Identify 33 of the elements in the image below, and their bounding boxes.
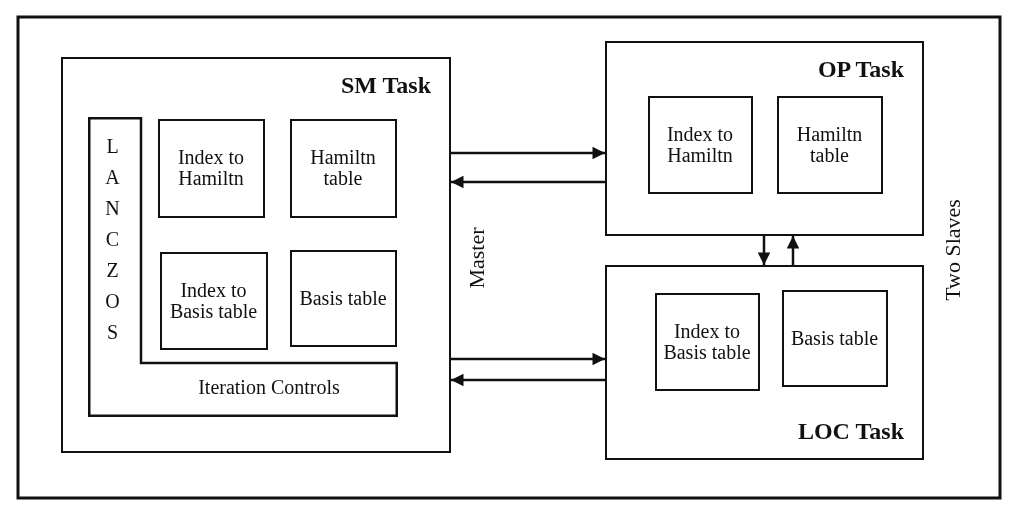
table-label: Hamiltn table xyxy=(309,147,377,189)
table-box xyxy=(647,95,753,194)
table-label: Hamiltn table xyxy=(795,123,864,166)
side-label: Master xyxy=(463,227,490,289)
table-box xyxy=(781,289,888,387)
task-box xyxy=(61,57,451,453)
table-box xyxy=(157,118,265,218)
table-box xyxy=(776,95,883,194)
vertical-label: LANCZOS xyxy=(104,133,121,345)
side-label: Two Slaves xyxy=(939,199,966,301)
task-box xyxy=(605,41,924,236)
arrow xyxy=(786,236,800,265)
table-label: Basis table xyxy=(789,327,880,349)
arrow xyxy=(451,146,605,160)
task-title: LOC Task xyxy=(797,418,904,444)
table-box xyxy=(289,118,397,218)
table-box xyxy=(289,249,397,347)
table-label: Index to Hamiltn xyxy=(176,147,246,189)
table-label: Index to Basis table xyxy=(662,320,752,363)
table-box xyxy=(654,292,760,391)
task-title: SM Task xyxy=(340,73,431,99)
table-box xyxy=(159,251,268,350)
table-label: Index to Hamiltn xyxy=(665,123,735,166)
task-box xyxy=(605,265,924,460)
table-label: Basis table xyxy=(298,287,388,309)
module-label: Iteration Controls xyxy=(197,376,341,398)
arrow xyxy=(451,373,605,387)
table-label: Index to Basis table xyxy=(168,279,259,322)
arrow xyxy=(451,175,605,189)
l-shaped-module xyxy=(87,116,398,417)
arrow xyxy=(757,236,771,265)
arrow xyxy=(451,352,605,366)
task-title: OP Task xyxy=(817,57,904,83)
